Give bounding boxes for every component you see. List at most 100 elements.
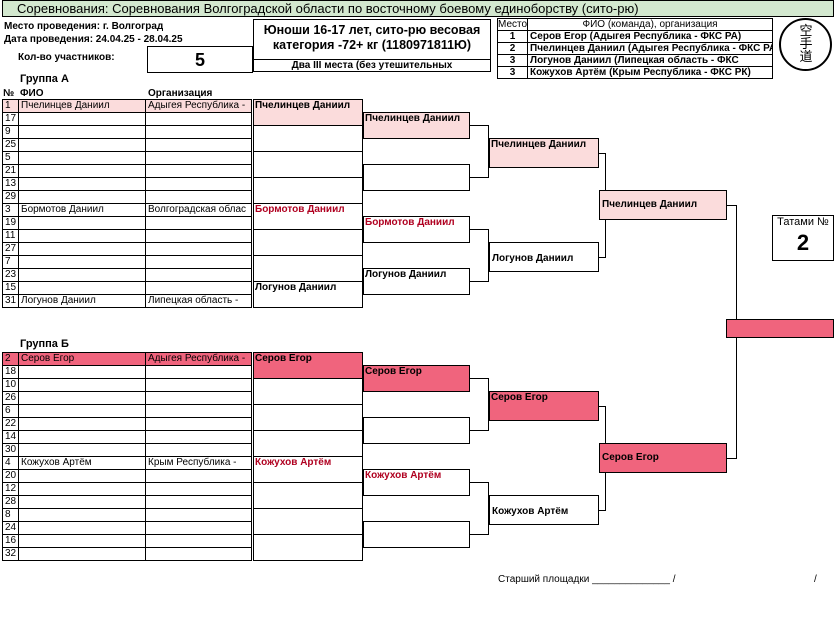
bracket-line [145, 469, 146, 483]
seed-number: 11 [5, 230, 16, 241]
seed-name [19, 379, 146, 391]
seed-name [19, 496, 146, 508]
seed-number: 4 [5, 457, 11, 468]
bracket-line [18, 281, 19, 295]
bracket-line [145, 281, 146, 295]
participants-count-label: Кол-во участников: [18, 52, 115, 63]
seed-number: 24 [5, 522, 17, 533]
seed-number: 9 [5, 126, 11, 137]
bracket-line [145, 164, 146, 178]
tatami-box: Татами № 2 [772, 215, 834, 261]
bracket-line [145, 352, 146, 366]
seed-org [146, 496, 251, 508]
seed-name [19, 483, 146, 495]
result-name: Пчелинцев Даниил (Адыгея Республика - ФК… [527, 42, 774, 55]
seed-org [146, 535, 251, 547]
seed-name: Кожухов Артём [21, 457, 92, 468]
r1-slot [253, 177, 363, 204]
bracket-line [145, 294, 146, 308]
r3-slot: Пчелинцев Даниил [489, 138, 599, 168]
seed-number: 32 [5, 548, 17, 559]
bracket-line [145, 443, 146, 457]
col-num-header: № [3, 88, 15, 99]
bracket-line [18, 242, 19, 256]
seed-name [19, 191, 146, 203]
seed-number: 16 [5, 535, 17, 546]
seed-name: Логунов Даниил [21, 295, 96, 306]
r3-slot: Логунов Даниил [489, 242, 599, 272]
seed-org [146, 256, 251, 268]
r2-slot: Логунов Даниил [363, 268, 470, 295]
seed-org [146, 366, 251, 378]
seed-org [146, 152, 251, 164]
seed-number: 22 [5, 418, 17, 429]
bracket-line [470, 229, 488, 230]
final-winner [726, 319, 834, 338]
bracket-line [145, 391, 146, 405]
seed-number: 8 [5, 509, 11, 520]
r1-slot [253, 430, 363, 457]
seed-number: 7 [5, 256, 11, 267]
bracket-line [18, 508, 19, 522]
seed-org [146, 178, 251, 190]
seed-org [146, 522, 251, 534]
seed-number: 29 [5, 191, 17, 202]
bracket-line [18, 112, 19, 126]
seed-name [19, 230, 146, 242]
r1-slot [253, 229, 363, 256]
results-header-place: Место [496, 18, 529, 31]
seed-name: Серов Егор [21, 353, 75, 364]
seed-org [146, 418, 251, 430]
r2-slot [363, 164, 470, 191]
col-name-header: ФИО [20, 88, 44, 99]
bracket-line [470, 534, 488, 535]
bracket-line [470, 378, 488, 379]
seed-name [19, 113, 146, 125]
seed-name: Бормотов Даниил [21, 204, 104, 215]
bracket-line [18, 99, 19, 113]
bracket-line [488, 378, 489, 431]
signature-slash: / [814, 574, 817, 585]
seed-org [146, 243, 251, 255]
seed-name [19, 392, 146, 404]
r1-slot: Логунов Даниил [253, 281, 363, 308]
r1-slot: Бормотов Даниил [253, 203, 363, 230]
result-name: Логунов Даниил (Липецкая область - ФКС [527, 54, 774, 67]
seed-number: 6 [5, 405, 11, 416]
seed-org [146, 431, 251, 443]
bracket-line [18, 177, 19, 191]
r2-slot: Кожухов Артём [363, 469, 470, 496]
seed-name [19, 126, 146, 138]
result-name: Кожухов Артём (Крым Республика - ФКС РК) [527, 66, 774, 79]
seed-org [146, 470, 251, 482]
bracket-line [18, 164, 19, 178]
seed-number: 26 [5, 392, 17, 403]
bracket-line [145, 404, 146, 418]
seed-name [19, 509, 146, 521]
bracket-line [145, 508, 146, 522]
bracket-line [145, 190, 146, 204]
bracket-line [18, 229, 19, 243]
seed-org: Волгоградская облас [148, 204, 247, 215]
seed-org: Крым Республика - [148, 457, 237, 468]
bracket-line [18, 138, 19, 152]
seed-name: Пчелинцев Даниил [21, 100, 110, 111]
bracket-line [145, 430, 146, 444]
bracket-line [145, 482, 146, 496]
bracket-line [18, 521, 19, 535]
tatami-label: Татами № [777, 216, 829, 228]
bracket-line [18, 391, 19, 405]
seed-org [146, 405, 251, 417]
bracket-line [18, 125, 19, 139]
seed-number: 19 [5, 217, 17, 228]
seed-number: 3 [5, 204, 11, 215]
r4-slot: Пчелинцев Даниил [599, 190, 727, 220]
bracket-line [145, 125, 146, 139]
bracket-line [470, 177, 488, 178]
seed-org [146, 483, 251, 495]
seed-org [146, 191, 251, 203]
seed-name [19, 431, 146, 443]
seed-name [19, 444, 146, 456]
seed-number: 1 [5, 100, 11, 111]
